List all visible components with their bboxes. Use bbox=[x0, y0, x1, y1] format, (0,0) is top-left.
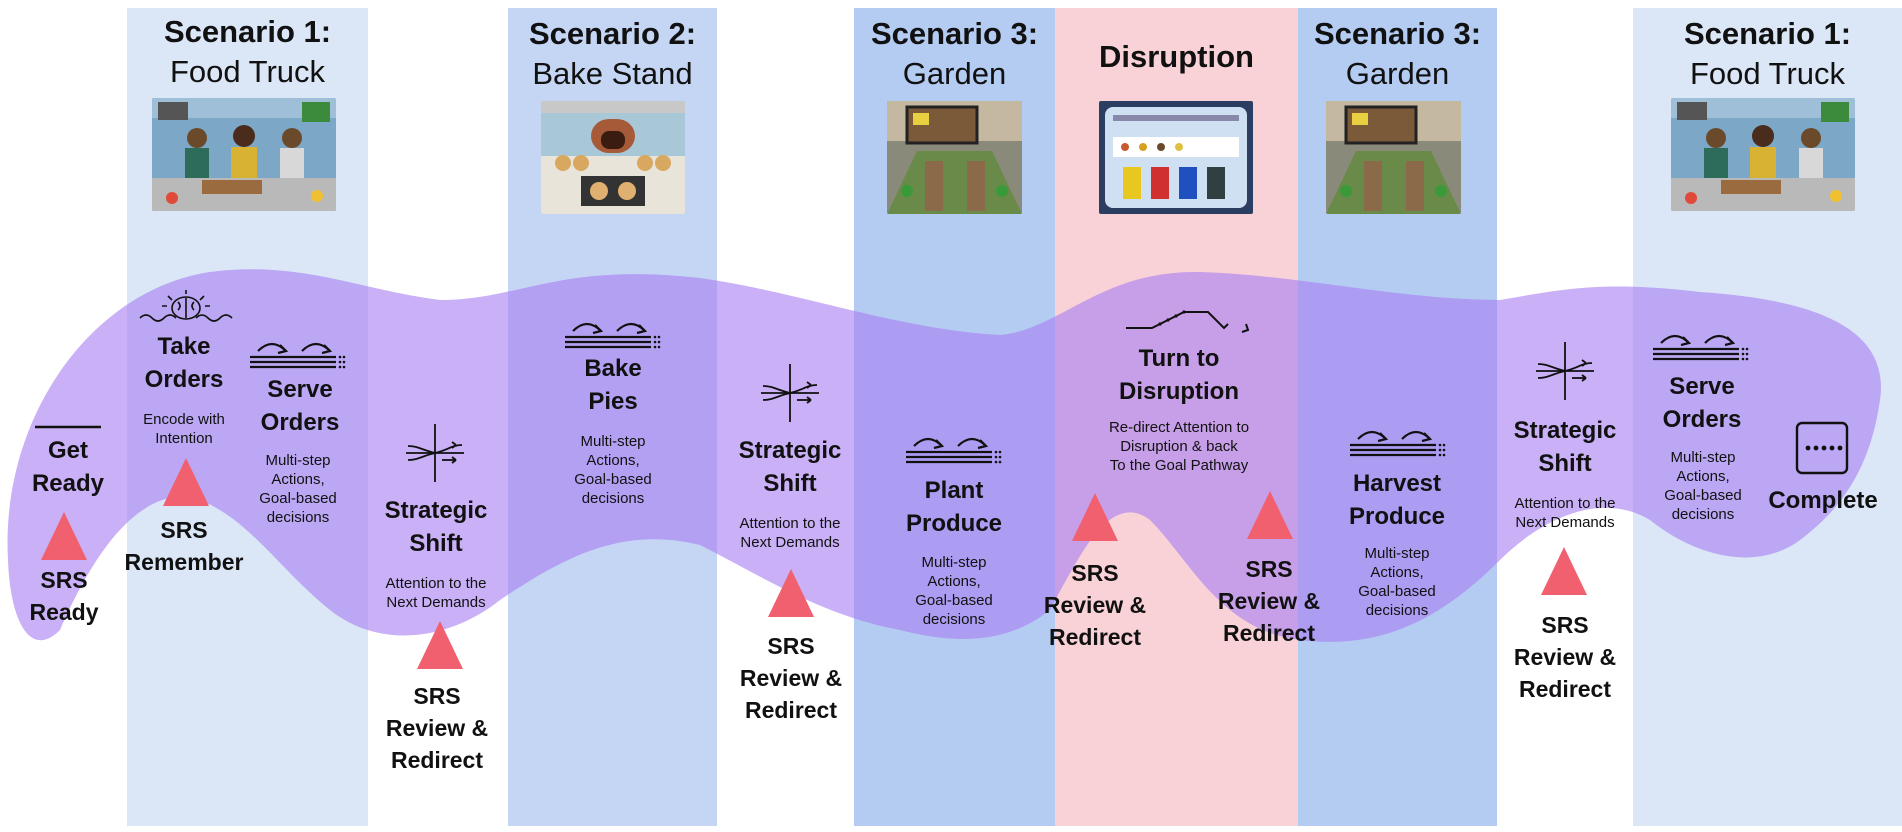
step-serve-orders: Serve Orders bbox=[260, 376, 340, 436]
multi-step-icon bbox=[565, 322, 661, 349]
line-icon bbox=[35, 425, 101, 429]
srs-triangle bbox=[1072, 493, 1118, 541]
strategic-shift-icon bbox=[406, 424, 464, 482]
step-serve-orders-desc: Multi-step Actions, Goal-based decisions bbox=[259, 452, 337, 526]
multi-step-icon bbox=[1350, 430, 1446, 457]
step-turn-to-disruption: Turn to Disruption bbox=[1119, 345, 1239, 405]
srs-remember: SRS Remember bbox=[124, 517, 244, 575]
brain-icon bbox=[139, 290, 233, 322]
step-strategic-shift: Strategic Shift bbox=[384, 497, 488, 557]
step-bake-pies-desc: Multi-step Actions, Goal-based decisions bbox=[574, 433, 652, 507]
srs-review-redirect: SRS Review & Redirect bbox=[1217, 556, 1321, 646]
multi-step-icon bbox=[906, 437, 1002, 464]
step-serve-orders-return-desc: Multi-step Actions, Goal-based decisions bbox=[1664, 449, 1742, 523]
step-strategic-shift-desc: Attention to the Next Demands bbox=[1514, 495, 1616, 531]
food-truck-thumbnail-return bbox=[1671, 98, 1855, 211]
scenario-name: Food Truck bbox=[169, 54, 326, 89]
column-title-scenario-1-return: Scenario 1: Food Truck bbox=[1633, 14, 1902, 94]
bake-stand-thumbnail bbox=[541, 101, 685, 214]
srs-review-redirect: SRS Review & Redirect bbox=[385, 683, 489, 773]
srs-review-redirect: SRS Review & Redirect bbox=[1513, 612, 1617, 702]
multi-step-icon bbox=[250, 342, 346, 369]
redirect-path-icon bbox=[1126, 310, 1250, 333]
step-harvest-produce-desc: Multi-step Actions, Goal-based decisions bbox=[1358, 545, 1436, 619]
srs-triangle bbox=[1541, 547, 1587, 595]
food-truck-thumbnail bbox=[152, 98, 336, 211]
step-turn-to-disruption-desc: Re-direct Attention to Disruption & back… bbox=[1108, 419, 1250, 474]
scenario-name: Garden bbox=[1345, 56, 1450, 91]
column-title-scenario-1: Scenario 1: Food Truck bbox=[127, 12, 368, 92]
scenario-label: Scenario 3: bbox=[870, 16, 1039, 51]
srs-triangle bbox=[41, 512, 87, 560]
step-get-ready: Get Ready bbox=[31, 437, 105, 497]
scenario-name: Food Truck bbox=[1689, 56, 1846, 91]
keypad-icon bbox=[1795, 421, 1849, 475]
scenario-label: Scenario 3: bbox=[1313, 16, 1482, 51]
srs-triangle bbox=[163, 458, 209, 506]
strategic-shift-icon bbox=[1536, 342, 1594, 400]
step-strategic-shift-desc: Attention to the Next Demands bbox=[385, 575, 487, 611]
srs-review-redirect: SRS Review & Redirect bbox=[739, 633, 843, 723]
srs-triangle bbox=[768, 569, 814, 617]
srs-review-redirect: SRS Review & Redirect bbox=[1043, 560, 1147, 650]
step-take-orders: Take Orders bbox=[144, 333, 224, 393]
step-plant-produce-desc: Multi-step Actions, Goal-based decisions bbox=[915, 554, 993, 628]
srs-triangle bbox=[1247, 491, 1293, 539]
srs-triangle bbox=[417, 621, 463, 669]
column-title-scenario-3: Scenario 3: Garden bbox=[854, 14, 1055, 94]
scenario-label: Scenario 1: bbox=[163, 14, 332, 49]
step-take-orders-desc: Encode with Intention bbox=[143, 411, 225, 447]
column-title-scenario-3-return: Scenario 3: Garden bbox=[1298, 14, 1497, 94]
garden-thumbnail bbox=[887, 101, 1022, 214]
scenario-label: Scenario 2: bbox=[528, 16, 697, 51]
step-plant-produce: Plant Produce bbox=[905, 477, 1003, 537]
step-complete: Complete bbox=[1768, 487, 1878, 514]
step-serve-orders-return: Serve Orders bbox=[1662, 373, 1742, 433]
strategic-shift-icon bbox=[761, 364, 819, 422]
step-harvest-produce: Harvest Produce bbox=[1348, 470, 1446, 530]
column-title-disruption: Disruption bbox=[1055, 37, 1298, 77]
step-bake-pies: Bake Pies bbox=[584, 355, 642, 415]
step-strategic-shift: Strategic Shift bbox=[738, 437, 842, 497]
scenario-label: Disruption bbox=[1099, 39, 1254, 74]
step-strategic-shift: Strategic Shift bbox=[1513, 417, 1617, 477]
scenario-name: Bake Stand bbox=[532, 56, 693, 91]
column-title-scenario-2: Scenario 2: Bake Stand bbox=[508, 14, 717, 94]
step-strategic-shift-desc: Attention to the Next Demands bbox=[739, 515, 841, 551]
srs-ready: SRS Ready bbox=[29, 567, 99, 625]
disruption-sorting-thumbnail bbox=[1099, 101, 1253, 214]
garden-thumbnail-return bbox=[1326, 101, 1461, 214]
scenario-label: Scenario 1: bbox=[1683, 16, 1852, 51]
scenario-name: Garden bbox=[902, 56, 1007, 91]
multi-step-icon bbox=[1653, 334, 1749, 361]
